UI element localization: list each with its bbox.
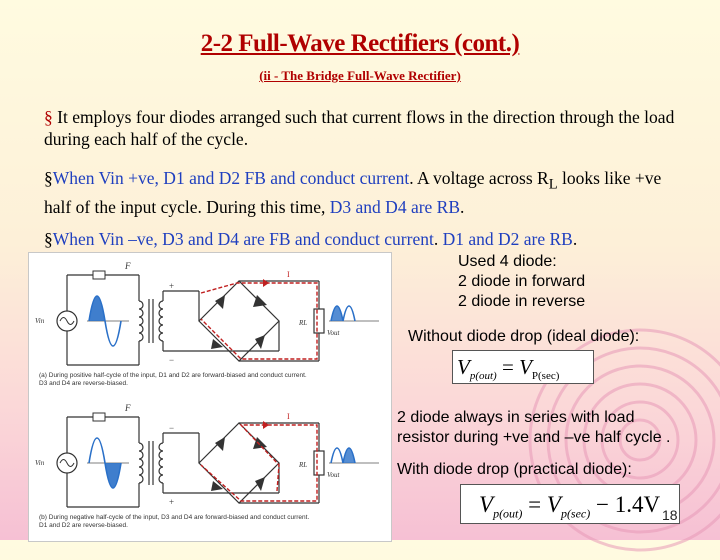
vin-label: Vin (35, 317, 45, 325)
bullet-text: looks like +ve half of the input cycle. … (44, 168, 662, 217)
formula-lhs: V (457, 355, 470, 379)
note-series-line2: resistor during +ve and –ve half cycle . (397, 429, 671, 446)
vout-label: Vout (327, 471, 341, 479)
rl-label: RL (298, 319, 307, 327)
formula-rhs-sub: P(sec) (531, 370, 560, 383)
bullet-marker: § (44, 229, 53, 249)
slide-title: 2-2 Full-Wave Rectifiers (cont.) (200, 30, 520, 57)
plus-sign: + (169, 281, 174, 291)
note-series-line1: 2 diode always in series with load (397, 409, 635, 426)
fuse-label: F (124, 403, 131, 413)
formula-ideal: Vp(out) = VP(sec) (452, 350, 594, 384)
bullet-text: . (572, 229, 578, 249)
formula-lhs: V (479, 492, 494, 517)
formula-drop: − 1.4V (590, 492, 661, 517)
series-note: 2 diode always in series with load resis… (397, 408, 670, 448)
slide-subtitle: (ii - The Bridge Full-Wave Rectifier) (259, 68, 461, 83)
circuit-negative-half: F Vin RL Vout I − + (b) During negative … (35, 403, 380, 529)
bullet-marker: § (44, 107, 53, 127)
fuse-label: F (124, 261, 131, 271)
current-label: I (287, 412, 290, 421)
formula-rhs-sub: p(sec) (560, 506, 591, 521)
bullet-text: . A voltage across R (409, 168, 549, 188)
caption-b-line2: D1 and D2 are reverse-biased. (39, 522, 128, 529)
bullet-text-highlight: When Vin +ve, D1 and D2 FB and conduct c… (52, 168, 410, 188)
plus-sign: + (169, 497, 174, 507)
page-number: 18 (662, 507, 678, 523)
bullet-paragraph-1: § It employs four diodes arranged such t… (44, 106, 684, 150)
note-ideal: Without diode drop (ideal diode): (408, 328, 640, 345)
caption-a-line1: (a) During positive half-cycle of the in… (39, 372, 307, 379)
note-practical: With diode drop (practical diode): (397, 461, 632, 478)
bullet-text: . (433, 229, 443, 249)
bullet-text-highlight: When Vin –ve, D3 and D4 are FB and condu… (52, 229, 434, 249)
formula-rhs: V (519, 355, 532, 379)
caption-a-line2: D3 and D4 are reverse-biased. (39, 380, 128, 387)
minus-sign: − (169, 423, 174, 433)
minus-sign: − (169, 355, 174, 365)
bullet-text: It employs four diodes arranged such tha… (44, 107, 675, 149)
bullet-text-highlight: D3 and D4 are RB (329, 196, 461, 217)
note-used: Used 4 diode: (458, 253, 557, 270)
bullet-paragraph-2: §When Vin +ve, D1 and D2 FB and conduct … (44, 167, 684, 218)
current-label: I (287, 270, 290, 279)
bridge-rectifier-figure: F Vin RL Vout I + − (a) During positive … (28, 252, 392, 542)
bullet-paragraph-3: §When Vin –ve, D3 and D4 are FB and cond… (44, 228, 684, 250)
vout-label: Vout (327, 329, 341, 337)
formula-eq: = (522, 492, 547, 517)
bullet-marker: § (44, 168, 53, 188)
circuit-positive-half: F Vin RL Vout I + − (a) During positive … (35, 261, 380, 387)
diode-summary: Used 4 diode: 2 diode in forward 2 diode… (458, 252, 585, 312)
note-reverse: 2 diode in reverse (458, 293, 586, 310)
formula-eq: = (496, 355, 520, 379)
formula-practical: Vp(out) = Vp(sec) − 1.4V (460, 484, 680, 524)
caption-b-line1: (b) During negative half-cycle of the in… (39, 514, 309, 521)
formula-lhs-sub: p(out) (493, 506, 523, 521)
vin-label: Vin (35, 459, 45, 467)
rl-label: RL (298, 461, 307, 469)
bridge-rectifier-diagram: F Vin RL Vout I + − (a) During positive … (35, 261, 380, 529)
bullet-text: . (460, 196, 465, 217)
subscript: L (548, 176, 558, 193)
note-forward: 2 diode in forward (458, 273, 586, 290)
bullet-text-highlight: D1 and D2 are RB (442, 229, 573, 249)
formula-lhs-sub: p(out) (469, 370, 497, 383)
formula-rhs: V (546, 492, 561, 517)
